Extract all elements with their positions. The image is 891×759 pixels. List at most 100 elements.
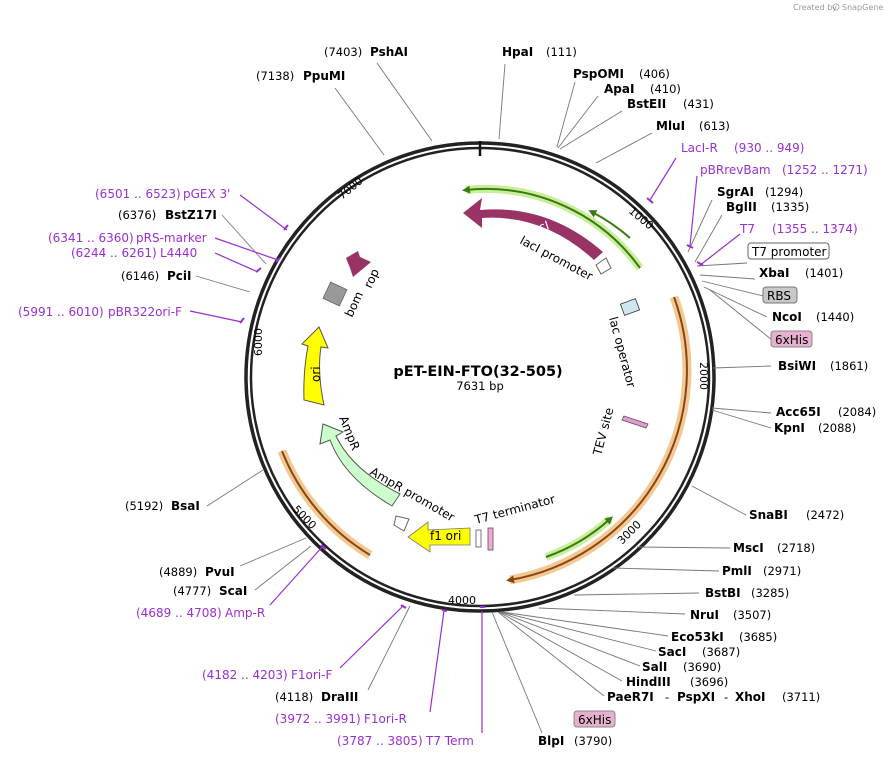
primer-range: (930 .. 949) [734, 141, 804, 155]
his-tag-box-right [770, 330, 813, 348]
enzyme-name: SalI [642, 660, 667, 674]
enzyme-pos: (5192) [125, 499, 163, 513]
his-tag-box-bottom [573, 710, 616, 728]
credit-text: Created by [793, 3, 837, 12]
enzyme-pos: (111) [546, 45, 577, 59]
rbs-label: RBS [767, 289, 791, 303]
primer-name: L4440 [160, 246, 197, 260]
green-arrow-top [462, 185, 641, 269]
t7-term-primer-mark [487, 527, 494, 551]
primer-range: (5991 .. 6010) [18, 305, 104, 319]
rop-label: rop [361, 267, 382, 291]
brand-text: SnapGene [842, 3, 883, 12]
ampr-arrow [319, 423, 401, 507]
primer-range: (6341 .. 6360) [48, 231, 134, 245]
enzyme-name: PciI [167, 269, 192, 283]
enzyme-name: PaeR7I [607, 690, 654, 704]
enzyme-pos: (6146) [121, 269, 159, 283]
t7-terminator-label: T7 terminator [472, 492, 556, 527]
boxed-features: T7 promoter RBS 6xHis 6xHis [573, 242, 830, 728]
enzyme-pos: (1335) [771, 200, 809, 214]
enzyme-name: SacI [658, 645, 686, 659]
f1-ori-arrow [407, 521, 471, 553]
enzyme-pos: (6376) [118, 208, 156, 222]
tick-6000: 6000 [252, 328, 265, 356]
enzyme-name: HpaI [502, 45, 533, 59]
enzyme-name: BlpI [538, 734, 564, 748]
primer-name: pRS-marker [136, 231, 207, 245]
enzyme-name: XbaI [759, 266, 789, 280]
primer-range: (1355 .. 1374) [772, 222, 858, 236]
rbs-box [762, 286, 798, 304]
enzyme-pos: (3696) [690, 675, 728, 689]
primer-name: T7 [739, 222, 755, 236]
enzyme-name: DraIII [321, 690, 358, 704]
enzyme-name: SgrAI [717, 185, 754, 199]
enzyme-name: PpuMI [303, 69, 345, 83]
enzyme-labels: (7403) PshAI HpaI (111) (7138) PpuMI Psp… [118, 45, 876, 748]
bom-box [322, 281, 348, 307]
enzyme-pos: (406) [639, 67, 670, 81]
enzyme-name: Eco53kI [671, 630, 724, 644]
enzyme-name: PshAI [370, 45, 408, 59]
enzyme-pos: (3790) [574, 734, 612, 748]
rop-arrow [346, 251, 371, 277]
enzyme-name: XhoI [735, 690, 766, 704]
tick-7000: 7000 [336, 174, 366, 202]
primer-name: F1ori-F [291, 668, 332, 682]
primer-name: pBR322ori-F [108, 305, 182, 319]
enzyme-pos: (2718) [777, 541, 815, 555]
tick-4000: 4000 [448, 594, 476, 607]
enzyme-pos: (4889) [159, 565, 197, 579]
green-arrow-top-small [588, 210, 631, 239]
primer-range: (3787 .. 3805) [337, 734, 423, 748]
enzyme-pos: (2971) [763, 564, 801, 578]
enzyme-name: BsiWI [778, 359, 816, 373]
enzyme-pos: (1401) [805, 266, 843, 280]
primer-range: (6501 .. 6523) [95, 187, 181, 201]
enzyme-pos: (1861) [830, 359, 868, 373]
enzyme-pos: (2088) [818, 421, 856, 435]
green-arrow-bottom [545, 516, 613, 558]
enzyme-name: BstBI [705, 586, 741, 600]
enzyme-pos: (3711) [782, 690, 820, 704]
enzyme-name: BstZ17I [165, 208, 217, 222]
enzyme-name: PspOMI [573, 67, 624, 81]
enzyme-name: KpnI [774, 421, 805, 435]
tev-site-mark [621, 415, 649, 429]
enzyme-pos: (4777) [173, 584, 211, 598]
primer-range: (6244 .. 6261) [71, 246, 157, 260]
tev-site-label: TEV site [590, 406, 616, 458]
enzyme-pos: (3507) [733, 608, 771, 622]
enzyme-name: SnaBI [749, 508, 788, 522]
enzyme-name: NcoI [772, 310, 802, 324]
t7-promoter-label: T7 promoter [751, 245, 827, 259]
enzyme-pos: (3285) [751, 586, 789, 600]
enzyme-pos: (3690) [683, 660, 721, 674]
enzyme-name: PvuI [205, 565, 235, 579]
t7-terminator-mark [475, 529, 482, 548]
his-tag-label-right: 6xHis [775, 333, 808, 347]
plasmid-size: 7631 bp [456, 379, 504, 393]
laci-arrow [463, 198, 603, 260]
ori-label: ori [309, 366, 323, 382]
primer-name: F1ori-R [364, 712, 407, 726]
enzyme-pos: (410) [650, 82, 681, 96]
primer-name: pBRrevBam [700, 163, 771, 177]
ampr-promoter-arrow [393, 515, 410, 532]
laci-label: lacI [527, 218, 551, 238]
enzyme-pos: (7403) [324, 45, 362, 59]
primer-range: (3972 .. 3991) [275, 712, 361, 726]
primer-range: (1252 .. 1271) [782, 163, 868, 177]
his-tag-label-bottom: 6xHis [578, 713, 611, 727]
enzyme-name: PmlI [722, 564, 752, 578]
t7-promoter-box [747, 242, 830, 260]
enzyme-name: BsaI [171, 499, 200, 513]
ori-arrow [301, 326, 329, 406]
orf-arrow-left [281, 450, 371, 556]
snapgene-logo-icon [832, 3, 840, 11]
primer-name: LacI-R [681, 141, 718, 155]
svg-text:-: - [724, 690, 728, 704]
primer-name: T7 Term [425, 734, 474, 748]
